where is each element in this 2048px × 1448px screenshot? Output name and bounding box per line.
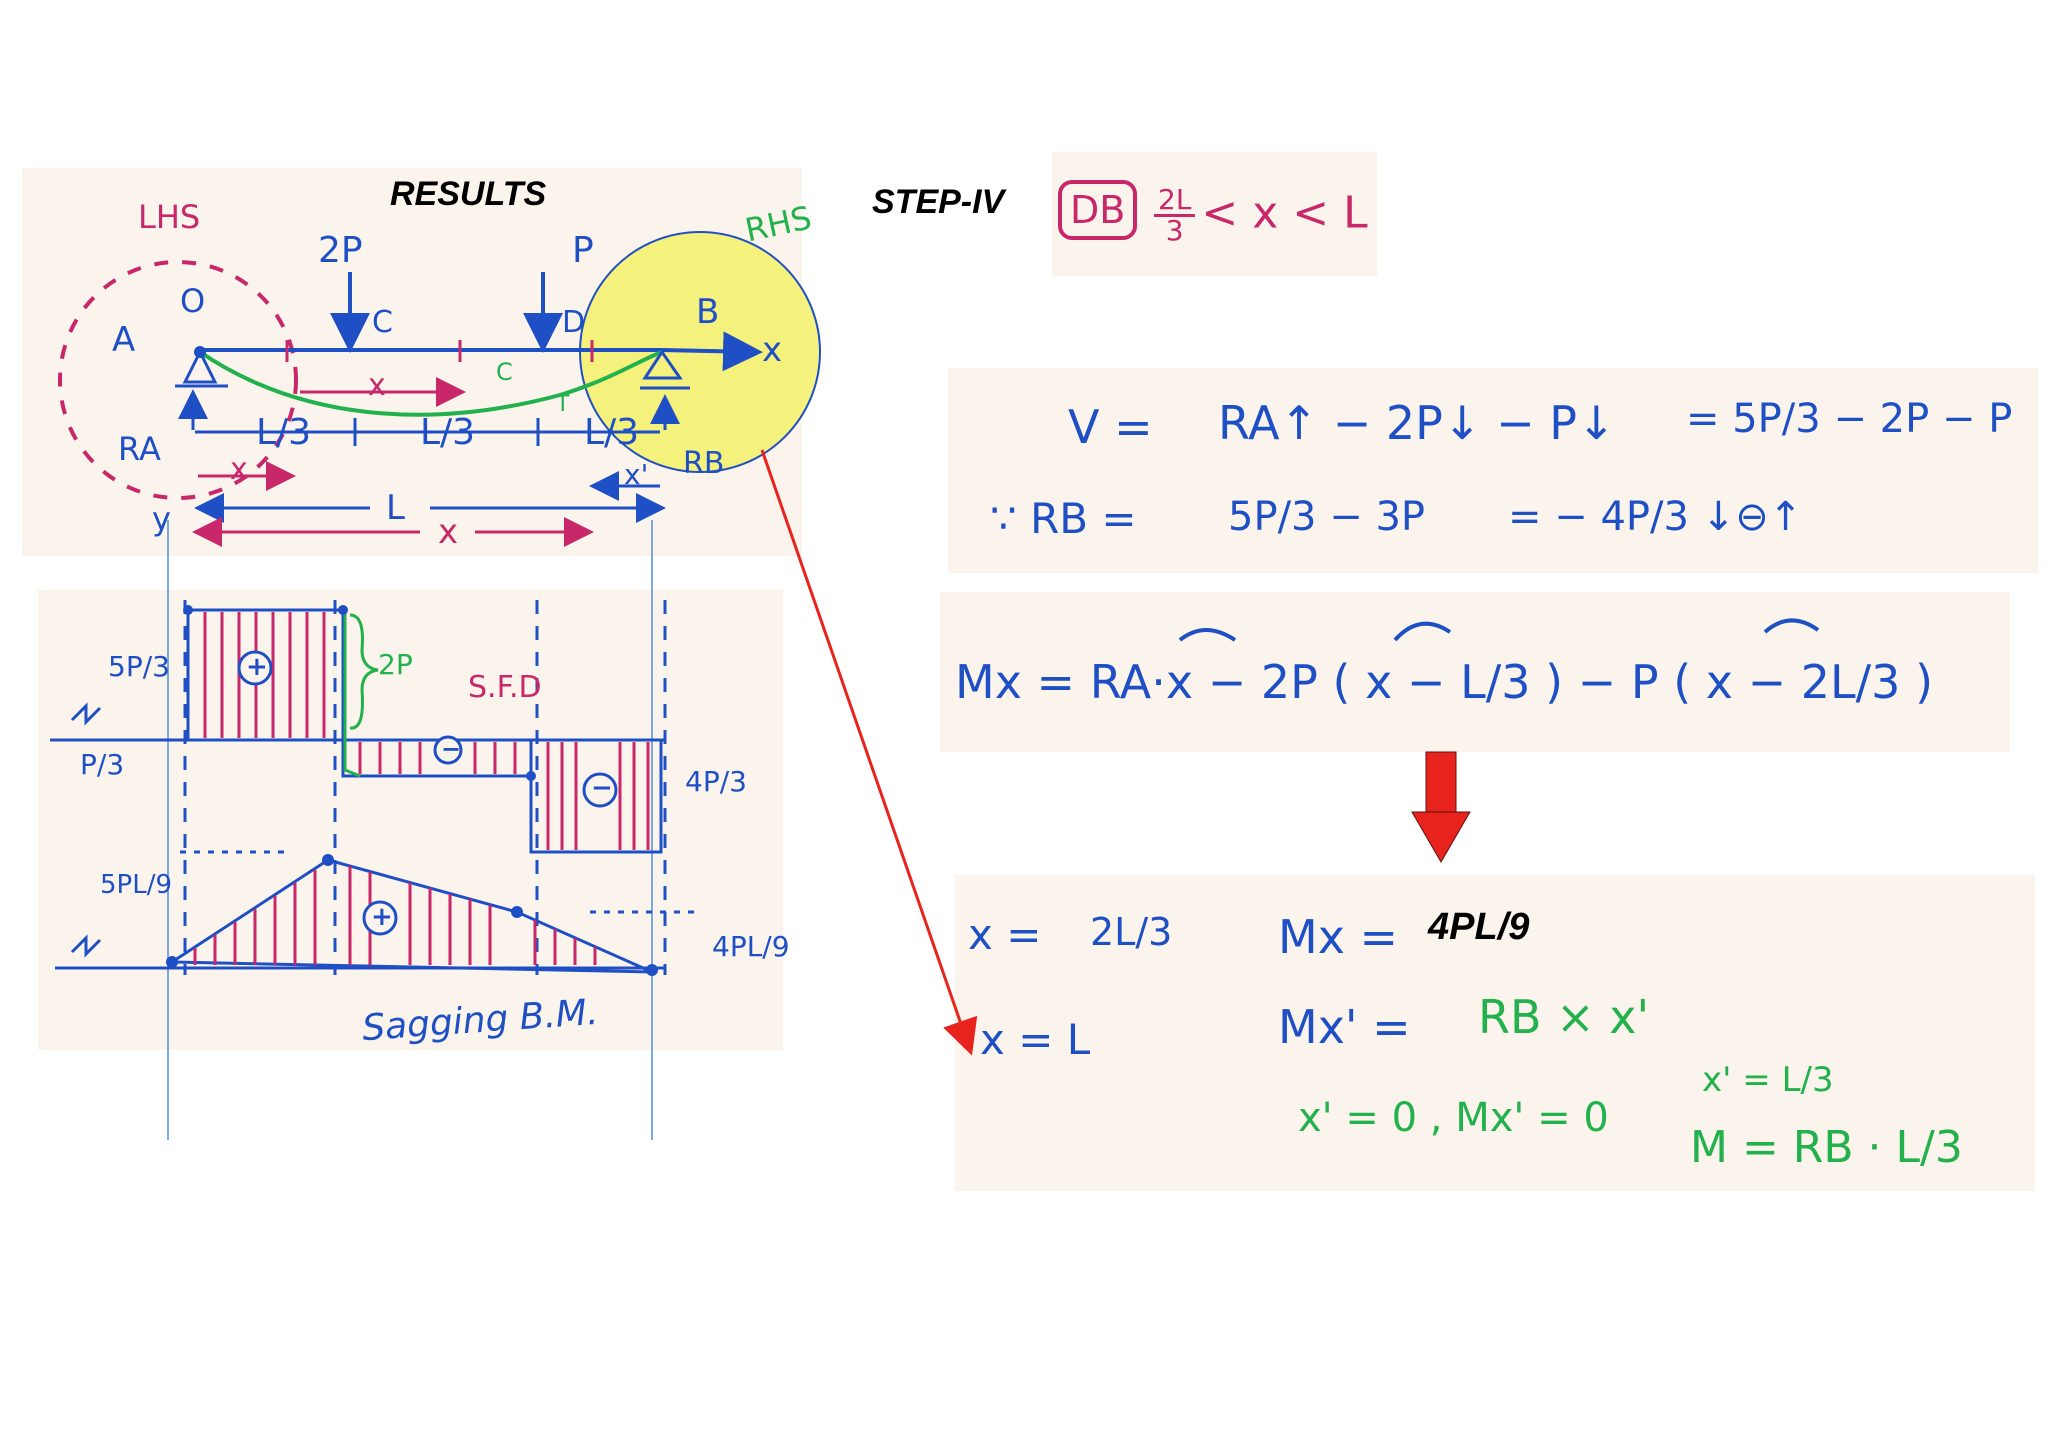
moment-arc: [1393, 621, 1452, 642]
shear-line1-lhs: V =: [1068, 400, 1153, 454]
reaction-a-label: RA: [118, 430, 161, 468]
flow-arrow-head: [1411, 811, 1471, 863]
span-label: L: [386, 488, 405, 528]
bmd-point: [322, 854, 334, 866]
sfd-plus-sign: +: [246, 652, 268, 682]
bmd-hatch: [193, 866, 597, 965]
lhs-label: LHS: [138, 198, 201, 236]
sfd-title: S.F.D: [468, 670, 542, 705]
sfd-point: [183, 605, 193, 615]
moment-arc: [1178, 628, 1237, 642]
result-row1-x: x =: [968, 910, 1042, 959]
point-a-label: A: [112, 320, 136, 360]
result-row1-m: Mx =: [1278, 910, 1399, 964]
result-row1-x-val: 2L/3: [1090, 910, 1173, 954]
bmd-plus-sign: +: [371, 902, 393, 932]
sfd-plus-circle: [237, 650, 273, 686]
shear-line2-mid: 5P/3 − 3P: [1228, 494, 1426, 540]
result-row4-moment: M = RB · L/3: [1690, 1122, 1963, 1173]
support-a-dot: [194, 346, 206, 358]
point-d-label: D: [562, 305, 586, 340]
step-heading: STEP-IV: [872, 183, 1005, 221]
sfd-negative-hatch-1: [358, 742, 517, 774]
bmd-point: [646, 964, 658, 976]
bmd-plus-circle: [362, 900, 398, 936]
result-row2-value: RB × x': [1478, 990, 1650, 1044]
curve-t-label: T: [556, 392, 570, 417]
sfd-jump-line: [343, 612, 361, 778]
y-axis-label: y: [152, 500, 171, 538]
sfd-negative-hatch-2: [546, 742, 650, 850]
sfd-negative-block-2: [529, 738, 663, 854]
pointer-arrow: [760, 449, 978, 1056]
segment-label-3: L/3: [584, 412, 640, 453]
shear-line1-rhs: RA↑ − 2P↓ − P↓: [1218, 396, 1616, 450]
shear-line1-eq: = 5P/3 − 2P − P: [1686, 396, 2013, 442]
lhs-dashed-circle: [58, 260, 298, 500]
flow-arrow-shaft: [1425, 751, 1457, 815]
result-row3-condition: x' = 0 , Mx' = 0: [1298, 1095, 1609, 1141]
roller-support-b: [642, 349, 683, 380]
x-axis-arrow: [661, 331, 763, 372]
bmd-left-label: 5PL/9: [100, 870, 173, 900]
x-axis-label: x: [762, 330, 783, 370]
x-dim-label-long: x: [438, 512, 459, 552]
moment-equation: Mx = RA·x − 2P ( x − L/3 ) − P ( x − 2L/…: [955, 655, 1934, 709]
x-dim-label-left: x: [230, 452, 248, 487]
sfd-minus-circle-2: [582, 772, 618, 808]
moment-box-paper: [940, 592, 2010, 752]
load-p-label: P: [572, 230, 594, 271]
origin-label: O: [180, 282, 206, 320]
sfd-jump-label: 2P: [378, 648, 413, 681]
diagram-paper: [38, 590, 783, 1050]
sfd-positive-block: [186, 608, 345, 742]
bmd-point: [511, 906, 523, 918]
x-dim-label-top: x: [368, 368, 386, 403]
result-row2-m: Mx' =: [1278, 1000, 1411, 1054]
shear-line2-lhs: ∵ RB =: [990, 494, 1137, 543]
bmd-shape: [167, 858, 653, 974]
result-row3-range: x' = L/3: [1702, 1060, 1834, 1100]
sfd-ground-symbol: [70, 702, 102, 726]
point-b-label: B: [696, 292, 720, 332]
db-tag: DB: [1058, 180, 1138, 240]
sfd-jump-brace: [349, 613, 379, 730]
sfd-left-mid-label: P/3: [80, 748, 125, 781]
sfd-minus-sign-2: −: [591, 773, 613, 803]
sfd-point: [526, 771, 536, 781]
sfd-minus-sign-1: −: [441, 735, 462, 763]
pin-support-a: [182, 348, 218, 384]
deflection-curve: [198, 350, 663, 417]
results-heading: RESULTS: [390, 175, 547, 213]
segment-label-1: L/3: [256, 412, 312, 453]
reaction-b-label: RB: [683, 446, 725, 481]
bmd-right-label: 4PL/9: [712, 930, 790, 963]
curve-c-label: C: [496, 358, 513, 386]
bmd-ground-symbol: [70, 934, 102, 958]
step-range-paper: [1052, 152, 1377, 276]
shear-line2-rhs: = − 4P/3 ↓⊖↑: [1508, 494, 1803, 540]
sfd-point: [338, 605, 348, 615]
point-c-label: C: [372, 305, 393, 340]
result-row1-value: 4PL/9: [1428, 906, 1530, 948]
moment-arc: [1763, 618, 1820, 634]
result-box-paper: [955, 875, 2035, 1191]
load-2p-label: 2P: [318, 230, 363, 271]
segment-label-2: L/3: [420, 412, 476, 453]
sfd-left-top-label: 5P/3: [108, 650, 170, 683]
result-row2-x: x = L: [980, 1015, 1091, 1064]
sfd-minus-circle-1: [433, 735, 463, 765]
sfd-right-label: 4P/3: [685, 765, 747, 798]
bmd-point: [166, 956, 178, 968]
x-prime-label: x': [624, 458, 649, 491]
shear-box-paper: [948, 368, 2038, 573]
